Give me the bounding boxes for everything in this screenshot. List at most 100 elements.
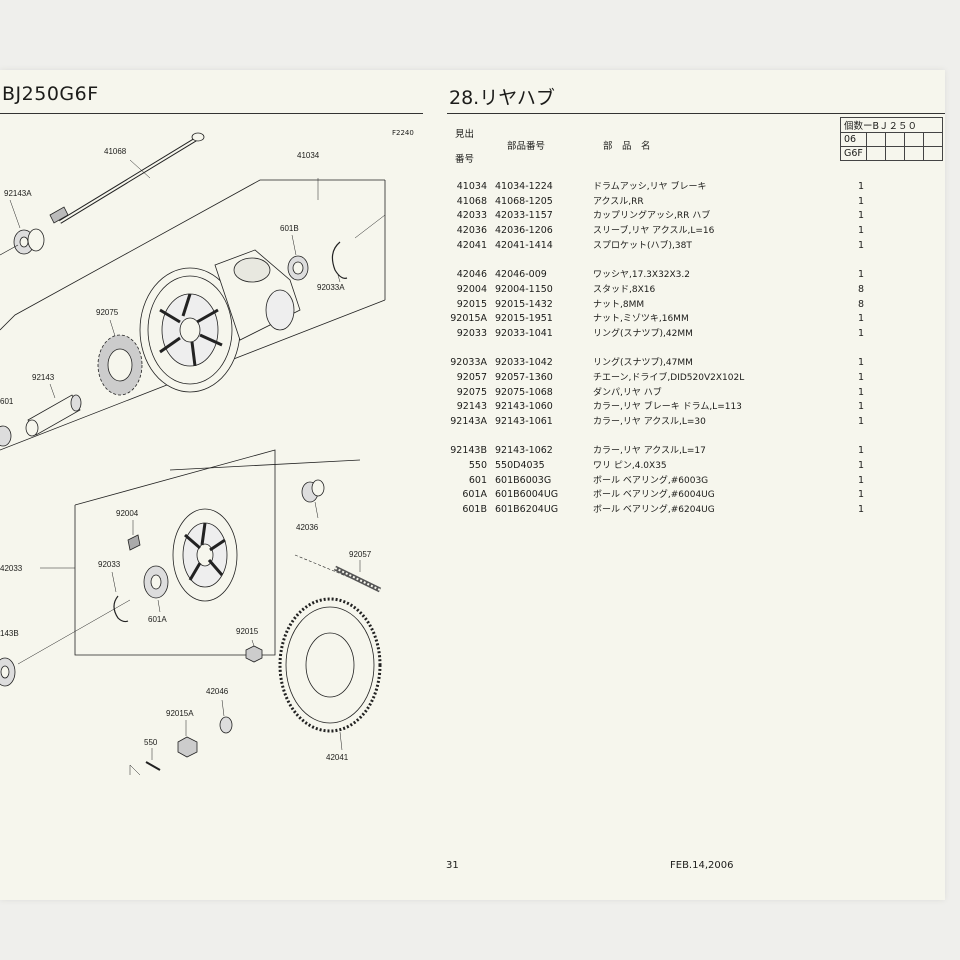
part-name: スタッド,8X16: [593, 284, 656, 295]
bearing-601B: [287, 255, 309, 281]
snap-ring-92033A: [331, 241, 348, 279]
quantity: 1: [857, 357, 864, 369]
part-number: 92143-1061: [495, 416, 553, 427]
quantity: 1: [857, 239, 864, 251]
label-92033: 92033: [98, 560, 121, 569]
quantity: 1: [857, 416, 864, 427]
table-row: 601A 601B6004UG ボール ベアリング,#6004UG 1: [449, 488, 869, 503]
part-name: スプロケット(ハブ),38T: [593, 240, 692, 251]
part-name: ボール ベアリング,#6204UG: [593, 505, 715, 516]
label-92004: 92004: [116, 509, 139, 518]
part-name: ナット,ミゾツキ,16MM: [593, 314, 689, 325]
table-row: 42041 42041-1414 スプロケット(ハブ),38T 1: [449, 239, 869, 254]
bearing-601A: [143, 565, 169, 599]
part-number: 92004-1150: [495, 283, 553, 295]
part-number: 92015-1951: [495, 313, 553, 325]
ref-number: 92033A: [450, 357, 487, 369]
ref-number: 92004: [456, 283, 487, 295]
part-number: 42041-1414: [495, 239, 553, 251]
label-41034: 41034: [297, 151, 320, 160]
label-550: 550: [144, 738, 158, 747]
label-41068: 41068: [104, 147, 127, 156]
label-92015: 92015: [236, 627, 259, 636]
quantity: 1: [857, 386, 864, 398]
coupling-42033: [172, 508, 238, 602]
part-name: ボール ベアリング,#6004UG: [593, 490, 715, 501]
ref-number: 601B: [462, 504, 487, 516]
table-row: 92075 92075-1068 ダンパ,リヤ ハブ 1: [449, 386, 869, 401]
collar-92143B: [0, 657, 16, 687]
exploded-diagram: 41068 41034 92143A 601B 92033A 92075 921…: [0, 132, 386, 776]
collar-92143A: [13, 228, 45, 255]
label-92143A: 92143A: [4, 189, 32, 198]
part-number: 42046-009: [495, 269, 547, 281]
quantity: 1: [857, 269, 864, 281]
part-name: ワッシヤ,17.3X32X3.2: [593, 270, 690, 281]
label-42041: 42041: [326, 753, 349, 762]
part-number: 92057-1360: [495, 371, 553, 383]
ref-number: 92143B: [450, 445, 487, 457]
label-601B: 601B: [280, 224, 299, 233]
part-number: 92015-1432: [495, 298, 553, 310]
part-name: ボール ベアリング,#6003G: [593, 475, 709, 486]
quantity: 8: [857, 283, 864, 295]
ref-number: 92075: [456, 386, 487, 398]
part-name: ダンパ,リヤ ハブ: [593, 387, 662, 398]
pin-bracket: [129, 764, 141, 776]
label-42033: 42033: [0, 564, 23, 573]
ref-number: 42046: [456, 269, 487, 281]
quantity: 1: [857, 474, 864, 486]
part-number: 601B6204UG: [495, 504, 559, 516]
header-ref-line2: 番号: [455, 154, 475, 165]
part-name: ドラムアッシ,リヤ ブレーキ: [593, 182, 707, 192]
lower-box-diag: [169, 459, 361, 471]
part-number: 41034-1224: [495, 181, 553, 192]
title-rule-right: [447, 113, 945, 114]
part-name: ナット,8MM: [593, 299, 645, 310]
ref-number: 42036: [456, 225, 487, 237]
sprocket-42041: [278, 597, 382, 733]
part-number: 92033-1042: [495, 357, 553, 369]
quantity: 1: [857, 210, 864, 222]
chain-92057: [294, 554, 382, 593]
part-number: 601B6004UG: [495, 489, 559, 501]
quantity: 1: [857, 489, 864, 501]
figure-code: F2240: [392, 129, 414, 137]
part-number: 601B6003G: [495, 474, 552, 486]
quantity: 1: [857, 195, 864, 207]
label-601A: 601A: [148, 615, 167, 624]
stud-92004: [127, 534, 141, 551]
label-42036: 42036: [296, 523, 319, 532]
cotter-pin-550: [145, 761, 161, 771]
header-qty: 個数ーBＪ２５０: [840, 117, 943, 133]
part-number: 92075-1068: [495, 386, 553, 398]
ref-number: 601A: [462, 489, 487, 501]
title-rule-left: [0, 113, 423, 114]
part-name: カラー,リヤ アクスル,L=30: [593, 417, 706, 427]
part-number: 92143-1060: [495, 401, 553, 413]
ref-number: 42041: [456, 239, 487, 251]
part-name: スリーブ,リヤ アクスル,L=16: [593, 226, 715, 237]
quantity: 1: [857, 313, 864, 325]
ref-number: 92143A: [450, 416, 487, 427]
nut-92015A: [177, 736, 198, 758]
table-row: 92004 92004-1150 スタッド,8X16 8: [449, 283, 869, 298]
quantity: 1: [857, 181, 864, 192]
quantity: 1: [857, 445, 864, 457]
header-col-06: 06: [840, 132, 867, 147]
sleeve-42036: [301, 479, 325, 503]
table-row: 92143A 92143-1061 カラー,リヤ アクスル,L=30 1: [449, 415, 869, 430]
label-92033A: 92033A: [317, 283, 345, 292]
label-92057: 92057: [349, 550, 372, 559]
part-name: ワリ ピン,4.0X35: [593, 461, 667, 472]
